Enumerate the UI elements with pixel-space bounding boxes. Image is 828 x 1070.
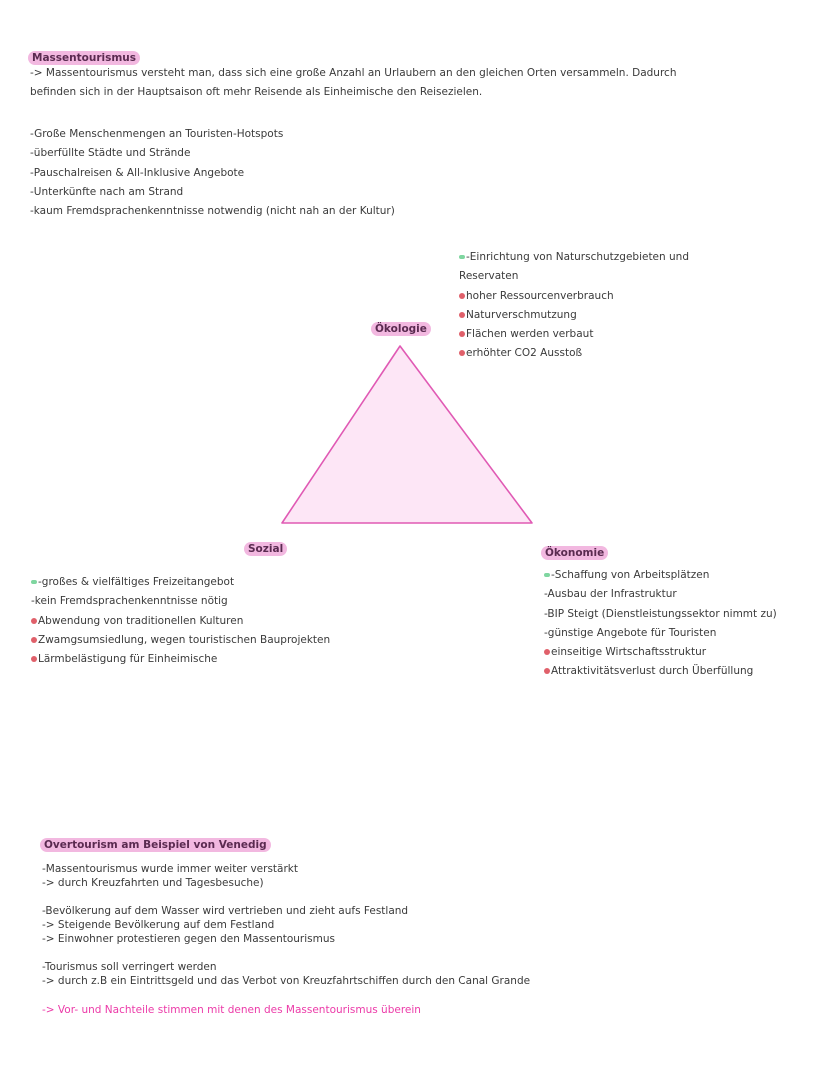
pro-item: -Einrichtung von Naturschutzgebieten und: [459, 248, 689, 267]
text-line: -> Einwohner protestieren gegen den Mass…: [42, 933, 335, 945]
venedig-block-3: -Tourismus soll verringert werden -> dur…: [42, 960, 530, 988]
label-oekologie: Ökologie: [371, 317, 431, 336]
pro-item: -großes & vielfältiges Freizeitangebot: [31, 573, 330, 592]
oekologie-label: Ökologie: [371, 322, 431, 336]
intro-paragraph: -> Massentourismus versteht man, dass si…: [30, 64, 676, 102]
sozial-list: -großes & vielfältiges Freizeitangebot -…: [31, 573, 330, 669]
pro-item: -kein Fremdsprachenkenntnisse nötig: [31, 595, 228, 608]
oekonomie-list: -Schaffung von Arbeitsplätzen -Ausbau de…: [544, 566, 777, 682]
con-item: Naturverschmutzung: [459, 306, 689, 325]
pro-item: -BIP Steigt (Dienstleistungssektor nimmt…: [544, 607, 777, 620]
sozial-label: Sozial: [244, 542, 288, 556]
con-item: Abwendung von traditionellen Kulturen: [31, 612, 330, 631]
list-item: -kaum Fremdsprachenkenntnisse notwendig …: [30, 205, 395, 218]
text-line: -Bevölkerung auf dem Wasser wird vertrie…: [42, 905, 409, 917]
sustainability-triangle: [281, 345, 533, 524]
pro-item: -Schaffung von Arbeitsplätzen: [544, 566, 777, 585]
section-venedig: Overtourism am Beispiel von Venedig: [40, 833, 271, 852]
list-item: -Pauschalreisen & All-Inklusive Angebote: [30, 166, 245, 179]
section-massentourismus: Massentourismus: [28, 46, 141, 65]
intro-line: befinden sich in der Hauptsaison oft meh…: [30, 86, 483, 98]
text-line: -Tourismus soll verringert werden: [42, 961, 217, 973]
text-line: -> durch z.B ein Eintrittsgeld und das V…: [42, 975, 531, 987]
characteristics-list: -Große Menschenmengen an Touristen-Hotsp…: [30, 125, 395, 221]
oekonomie-label: Ökonomie: [541, 546, 609, 560]
conclusion: -> Vor- und Nachteile stimmen mit denen …: [42, 1003, 421, 1017]
con-item: Flächen werden verbaut: [459, 325, 689, 344]
text-line: -> Steigende Bevölkerung auf dem Festlan…: [42, 919, 275, 931]
con-item: erhöhter CO2 Ausstoß: [459, 344, 689, 363]
list-item: -Unterkünfte nach am Strand: [30, 185, 184, 198]
pro-item: -Ausbau der Infrastruktur: [544, 588, 677, 601]
list-item: -überfüllte Städte und Strände: [30, 147, 191, 160]
heading-massentourismus: Massentourismus: [28, 51, 141, 65]
con-item: einseitige Wirtschaftsstruktur: [544, 643, 777, 662]
intro-line: -> Massentourismus versteht man, dass si…: [30, 67, 677, 79]
venedig-block-2: -Bevölkerung auf dem Wasser wird vertrie…: [42, 904, 408, 946]
con-item: Zwamgsumsiedlung, wegen touristischen Ba…: [31, 631, 330, 650]
con-item: hoher Ressourcenverbrauch: [459, 287, 689, 306]
pro-item: -günstige Angebote für Touristen: [544, 626, 717, 639]
heading-overtourism: Overtourism am Beispiel von Venedig: [40, 838, 271, 852]
text-line: -Massentourismus wurde immer weiter vers…: [42, 863, 298, 875]
oekologie-list: -Einrichtung von Naturschutzgebieten und…: [459, 248, 689, 364]
conclusion-text: -> Vor- und Nachteile stimmen mit denen …: [42, 1004, 421, 1016]
con-item: Attraktivitätsverlust durch Überfüllung: [544, 662, 777, 681]
pro-item-continued: Reservaten: [459, 270, 519, 283]
con-item: Lärmbelästigung für Einheimische: [31, 650, 330, 669]
text-line: -> durch Kreuzfahrten und Tagesbesuche): [42, 877, 264, 889]
venedig-block-1: -Massentourismus wurde immer weiter vers…: [42, 862, 298, 890]
label-sozial: Sozial: [244, 537, 288, 556]
list-item: -Große Menschenmengen an Touristen-Hotsp…: [30, 128, 284, 140]
label-oekonomie: Ökonomie: [541, 541, 609, 560]
